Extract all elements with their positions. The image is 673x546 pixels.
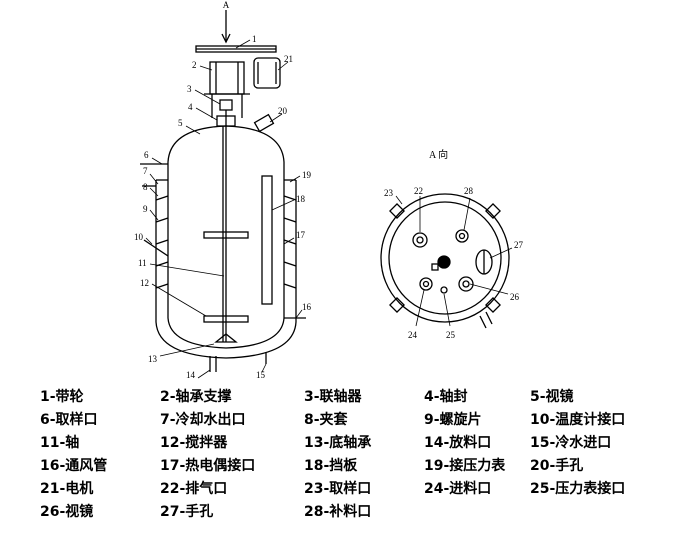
bearing-support — [209, 61, 245, 95]
sight-glass — [458, 276, 474, 292]
callout-23: 23 — [384, 188, 394, 198]
bottom-head — [167, 317, 285, 349]
arrow-label: A — [223, 0, 230, 10]
agitator-upper — [203, 231, 249, 239]
callout-15: 15 — [256, 370, 266, 380]
legend-item: 10-温度计接口 — [530, 412, 626, 428]
callout-24: 24 — [408, 330, 418, 340]
callout-6: 6 — [144, 150, 149, 160]
callout-4: 4 — [188, 102, 193, 112]
callout-18: 18 — [296, 194, 306, 204]
callout-8: 8 — [143, 182, 148, 192]
feed-inlet — [419, 277, 433, 291]
legend-row: 11-轴 12-搅拌器 13-底轴承 14-放料口 15-冷水进口 — [0, 432, 673, 454]
legend-row: 6-取样口 7-冷却水出口 8-夹套 9-螺旋片 10-温度计接口 — [0, 409, 673, 431]
legend-item: 2-轴承支撑 — [160, 389, 232, 405]
legend-item: 9-螺旋片 — [424, 412, 482, 428]
legend-item: 23-取样口 — [304, 481, 372, 497]
handhole — [253, 113, 275, 133]
callout-20: 20 — [278, 106, 288, 116]
callout-19: 19 — [302, 170, 312, 180]
legend-item: 15-冷水进口 — [530, 435, 612, 451]
legend-item: 11-轴 — [40, 435, 80, 451]
leader-lines — [145, 39, 303, 379]
reactor-diagram: A 1 2 3 4 5 6 7 8 9 10 11 12 13 14 15 16… — [134, 0, 524, 380]
callout-11: 11 — [138, 258, 147, 268]
callout-10: 10 — [134, 232, 144, 242]
lug-top-left — [389, 203, 405, 219]
legend-item: 6-取样口 — [40, 412, 98, 428]
legend-item: 1-带轮 — [40, 389, 84, 405]
callout-28: 28 — [464, 186, 474, 196]
legend-item: 24-进料口 — [424, 481, 492, 497]
shaft-center — [437, 255, 451, 269]
callout-16: 16 — [302, 302, 312, 312]
view-arrow-head — [221, 33, 231, 44]
legend-item: 18-挡板 — [304, 458, 358, 474]
callout-2: 2 — [192, 60, 197, 70]
callout-1: 1 — [252, 34, 257, 44]
legend-item: 17-热电偶接口 — [160, 458, 256, 474]
reactor-side-view: A 1 2 3 4 5 6 7 8 9 10 11 12 13 14 15 16… — [134, 0, 312, 380]
thermometer-port — [143, 239, 169, 257]
callout-12: 12 — [140, 278, 149, 288]
callout-21: 21 — [284, 54, 293, 64]
legend-row: 21-电机 22-排气口 23-取样口 24-进料口 25-压力表接口 — [0, 478, 673, 500]
view-label: A 向 — [429, 148, 448, 161]
lug-bottom-right — [485, 297, 501, 313]
baffle — [261, 175, 273, 305]
lug-bottom-left — [389, 297, 405, 313]
legend-item: 28-补料口 — [304, 504, 372, 520]
legend-item: 19-接压力表 — [424, 458, 506, 474]
legend-item: 13-底轴承 — [304, 435, 372, 451]
lug-top-right — [485, 203, 501, 219]
coupling — [219, 99, 233, 111]
legend-item: 5-视镜 — [530, 389, 574, 405]
legend-item: 14-放料口 — [424, 435, 492, 451]
reactor-top-view: A 向 23 — [380, 148, 524, 340]
legend-item: 27-手孔 — [160, 504, 214, 520]
callout-22: 22 — [414, 186, 423, 196]
callout-25: 25 — [446, 330, 456, 340]
legend-item: 20-手孔 — [530, 458, 584, 474]
legend-item: 21-电机 — [40, 481, 94, 497]
callout-17: 17 — [296, 230, 306, 240]
spiral-plate — [155, 195, 297, 289]
legend-row: 1-带轮 2-轴承支撑 3-联轴器 4-轴封 5-视镜 — [0, 386, 673, 408]
legend-row: 16-通风管 17-热电偶接口 18-挡板 19-接压力表 20-手孔 — [0, 455, 673, 477]
callout-14: 14 — [186, 370, 196, 380]
exhaust-port — [412, 232, 428, 248]
legend-item: 4-轴封 — [424, 389, 468, 405]
inner-flange — [388, 201, 502, 315]
legend-item: 12-搅拌器 — [160, 435, 228, 451]
callout-7: 7 — [143, 166, 148, 176]
callout-26: 26 — [510, 292, 520, 302]
outer-flange — [380, 193, 510, 323]
jacket — [155, 180, 297, 359]
legend-item: 25-压力表接口 — [530, 481, 626, 497]
callout-5: 5 — [178, 118, 183, 128]
agitator-lower — [203, 315, 249, 323]
legend-row: 26-视镜 27-手孔 28-补料口 — [0, 501, 673, 523]
callout-13: 13 — [148, 354, 158, 364]
legend-item: 8-夹套 — [304, 412, 348, 428]
legend-item: 7-冷却水出口 — [160, 412, 246, 428]
bottom-bearing — [214, 333, 238, 343]
legend-item: 3-联轴器 — [304, 389, 362, 405]
feed-supply-port — [455, 229, 469, 243]
legend-item: 26-视镜 — [40, 504, 94, 520]
callout-3: 3 — [187, 84, 192, 94]
sampling-port-top — [431, 263, 439, 271]
callout-9: 9 — [143, 204, 148, 214]
pressure-gauge-port — [440, 286, 448, 294]
callout-27: 27 — [514, 240, 524, 250]
motor — [253, 57, 281, 89]
legend-item: 16-通风管 — [40, 458, 108, 474]
legend-item: 22-排气口 — [160, 481, 228, 497]
side-pipe — [479, 315, 487, 329]
